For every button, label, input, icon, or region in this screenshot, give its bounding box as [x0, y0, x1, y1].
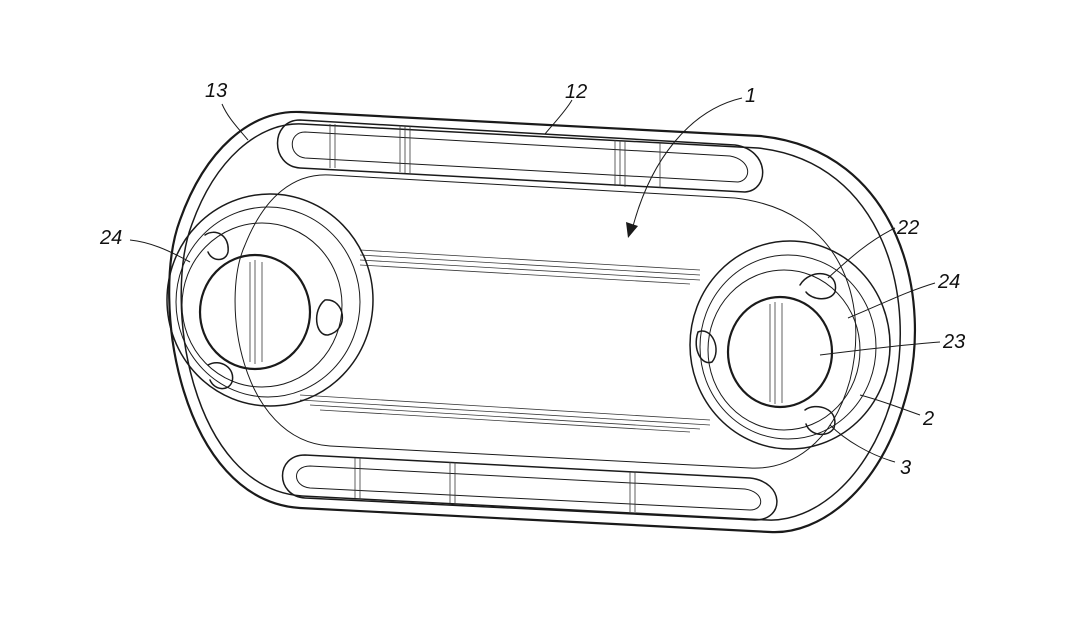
label-3: 3: [900, 457, 911, 479]
arrow-1: [626, 97, 743, 238]
label-2: 2: [922, 408, 934, 430]
label-12: 12: [565, 81, 587, 103]
label-1: 1: [745, 85, 756, 107]
label-23: 23: [942, 331, 965, 353]
reference-labels: 13 12 1 24 22 24 23 2 3: [99, 80, 965, 479]
bottom-slot: [281, 454, 778, 521]
top-slot: [276, 119, 764, 193]
surface-hatching: [299, 249, 711, 433]
label-24-right: 24: [937, 271, 960, 293]
label-13: 13: [205, 80, 227, 102]
left-boss: [166, 193, 374, 407]
leader-lines: [129, 99, 941, 463]
label-24-left: 24: [99, 227, 122, 249]
right-boss: [689, 240, 891, 450]
label-22: 22: [896, 217, 919, 239]
outer-body: [168, 110, 916, 534]
